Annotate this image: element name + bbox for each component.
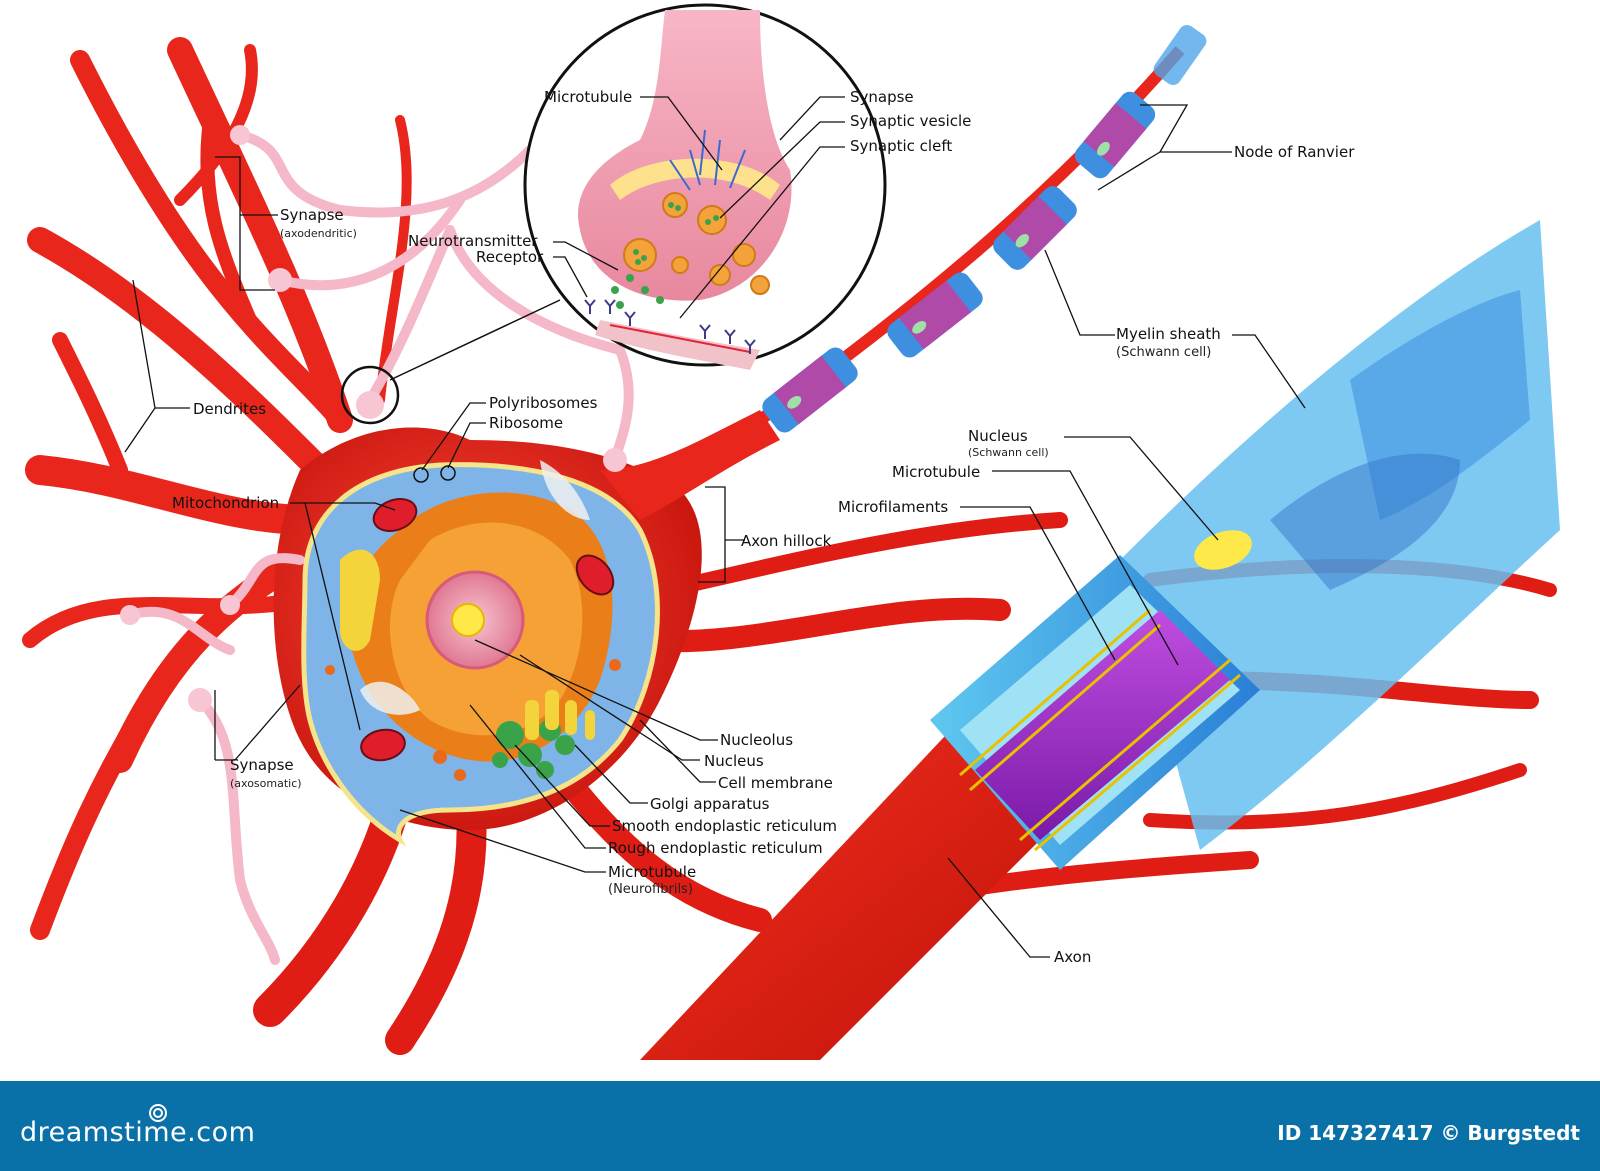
label-cell-membrane: Cell membrane bbox=[718, 774, 833, 792]
label-synapse-axodendritic-sub: (axodendritic) bbox=[280, 227, 357, 240]
image-credit: ID 147327417 © Burgstedt bbox=[1277, 1121, 1580, 1145]
label-ribosome: Ribosome bbox=[489, 414, 564, 432]
label-synaptic-cleft: Synaptic cleft bbox=[850, 137, 953, 155]
label-microtubule-bottom-sub: (Neurofibrils) bbox=[608, 882, 693, 897]
label-mitochondrion: Mitochondrion bbox=[172, 494, 280, 512]
label-microtubule-right: Microtubule bbox=[892, 463, 981, 481]
label-neurotransmitter: Neurotransmitter bbox=[408, 232, 538, 250]
label-microfilaments: Microfilaments bbox=[838, 498, 949, 516]
label-synapse-axosomatic: Synapse bbox=[230, 756, 294, 774]
vesicles bbox=[623, 192, 770, 295]
myelin-segments bbox=[762, 24, 1207, 433]
brand-name[interactable]: dreamstime.com bbox=[20, 1117, 256, 1148]
synapse-knobs bbox=[120, 125, 627, 712]
stock-footer: dreamstime.com ID 147327417 © Burgstedt bbox=[0, 1081, 1600, 1171]
synapse-zoom-marker bbox=[340, 365, 400, 425]
cell-interior bbox=[301, 460, 660, 847]
label-nucleus-schwann-sub: (Schwann cell) bbox=[968, 446, 1049, 459]
label-nucleolus: Nucleolus bbox=[720, 731, 794, 749]
leader-lines bbox=[124, 96, 1306, 958]
spiral-logo-icon bbox=[149, 1104, 167, 1122]
label-synapse-axodendritic: Synapse bbox=[280, 206, 344, 224]
label-rough-er: Rough endoplastic reticulum bbox=[608, 839, 823, 857]
label-synaptic-vesicle: Synaptic vesicle bbox=[850, 112, 972, 130]
label-dendrites: Dendrites bbox=[193, 400, 267, 418]
label-myelin-sheath: Myelin sheath bbox=[1116, 325, 1221, 343]
label-microtubule-bottom: Microtubule bbox=[608, 863, 697, 881]
label-golgi-apparatus: Golgi apparatus bbox=[650, 795, 770, 813]
label-nucleus-schwann: Nucleus bbox=[968, 427, 1028, 445]
label-smooth-er: Smooth endoplastic reticulum bbox=[612, 817, 837, 835]
label-axon: Axon bbox=[1054, 948, 1092, 966]
neuron-illustration bbox=[22, 3, 1560, 1060]
label-nucleus: Nucleus bbox=[704, 752, 764, 770]
label-polyribosomes: Polyribosomes bbox=[489, 394, 598, 412]
label-synapse-top: Synapse bbox=[850, 88, 914, 106]
label-synapse-axosomatic-sub: (axosomatic) bbox=[230, 777, 302, 790]
synapse-inset bbox=[523, 3, 887, 370]
label-node-of-ranvier: Node of Ranvier bbox=[1234, 143, 1355, 161]
label-myelin-sheath-sub: (Schwann cell) bbox=[1116, 345, 1212, 360]
synaptic-terminals bbox=[125, 130, 634, 965]
label-microtubule-top: Microtubule bbox=[544, 88, 633, 106]
label-axon-hillock: Axon hillock bbox=[741, 532, 832, 550]
axon-hillock-shape bbox=[600, 410, 780, 520]
label-receptor: Receptor bbox=[476, 248, 544, 266]
